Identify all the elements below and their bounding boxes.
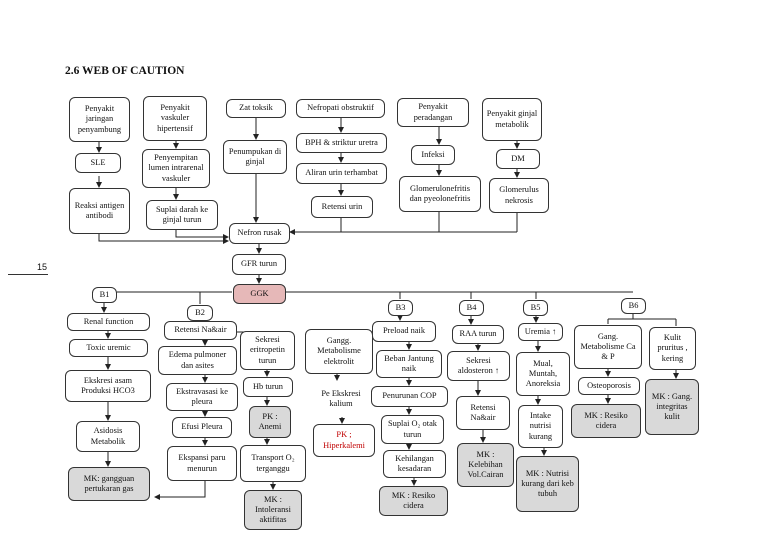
node-aliran-urin: Aliran urin terhambat [296,163,387,184]
node-suplai-o2-otak: Suplai O₂ otak turun [381,415,444,444]
node-gang-metabolisme-ca-p: Gang. Metabolisme Ca & P [574,325,642,369]
node-penurunan-cop: Penurunan COP [371,386,448,407]
node-pe-ekskresi-kalium: Pe Ekskresi kalium [321,388,361,408]
node-mk-resiko-cidera-b3: MK : Resiko cidera [379,486,448,516]
node-renal-function: Renal function [67,313,150,331]
node-toxic-uremic: Toxic uremic [69,339,148,357]
node-sekresi-aldosteron: Sekresi aldosteron ↑ [447,351,510,381]
node-ggk: GGK [233,284,286,304]
node-asidosis: Asidosis Metabolik [76,421,140,452]
node-sle: SLE [75,153,121,173]
node-kehilangan-kesadaran: Kehilangan kesadaran [383,450,446,478]
node-penyakit-metabolik: Penyakit ginjal metabolik [482,98,542,141]
node-kulit-pruritus: Kulit pruritus , kering [649,327,696,370]
node-edema-pulmoner: Edema pulmoner dan asites [158,346,237,375]
branch-b3: B3 [388,300,413,316]
node-mk-nutrisi: MK : Nutrisi kurang dari keb tubuh [516,456,579,512]
page-number: 15 [37,262,48,272]
node-preload-naik: Preload naik [372,321,436,342]
node-reaksi: Reaksi antigen antibodi [69,188,130,234]
node-ekspansi-paru: Ekspansi paru menurun [167,446,237,481]
node-penyakit-jaringan: Penyakit jaringan penyambung [69,97,130,142]
node-sekresi-eritropetin: Sekresi eritropetin turun [240,331,295,370]
page-number-divider [8,274,48,275]
node-mk-kelebihan-cairan: MK : Kelebihan Vol.Cairan [457,443,514,487]
node-gfr-turun: GFR turun [232,254,286,275]
node-bph: BPH & striktur uretra [296,133,387,153]
node-mk-resiko-cidera-b6: MK : Resiko cidera [571,404,641,438]
node-glomerulonefritis: Glomerulonefritis dan pyeolonefritis [399,176,481,212]
branch-b6: B6 [621,298,646,314]
node-penyempitan: Penyempitan lumen intrarenal vaskuler [142,149,210,188]
node-hb-turun: Hb turun [243,377,293,397]
node-ekskresi-asam: Ekskresi asam Produksi HCO3 [65,370,151,402]
node-dm: DM [496,149,540,169]
branch-b2: B2 [187,305,213,321]
node-infeksi: Infeksi [411,145,455,165]
node-mk-intoleransi: MK : Intoleransi aktifitas [244,490,302,530]
node-uremia: Uremia ↑ [518,323,563,341]
node-ekstravasasi: Ekstravasasi ke pleura [166,383,238,411]
branch-b1: B1 [92,287,117,303]
node-nefron-rusak: Nefron rusak [229,223,290,244]
node-retensi-na-air-b4: Retensi Na&air [456,396,510,430]
node-mual-muntah: Mual, Muntah, Anoreksia [516,352,570,396]
node-penyakit-peradangan: Penyakit peradangan [397,98,469,127]
node-beban-jantung: Beban Jantung naik [376,350,442,378]
node-suplai-darah: Suplai darah ke ginjal turun [146,200,218,230]
node-osteoporosis: Osteoporosis [578,377,640,395]
node-mk-pertukaran-gas: MK: gangguan pertukaran gas [68,467,150,501]
node-intake-nutrisi: Intake nutrisi kurang [518,405,563,448]
node-penumpukan: Penumpukan di ginjal [223,140,287,174]
branch-b4: B4 [459,300,484,316]
node-penyakit-vaskuler: Penyakit vaskuler hipertensif [143,96,207,141]
page-heading: 2.6 WEB OF CAUTION [65,65,185,77]
node-raa-turun: RAA turun [452,325,504,344]
node-zat-toksik: Zat toksik [226,99,286,118]
node-gangg-metabolisme-elektrolit: Gangg. Metabolisme elektrolit [305,329,373,374]
node-pk-hiperkalemi: PK ; Hiperkalemi [313,424,375,457]
branch-b5: B5 [523,300,548,316]
node-nefropati: Nefropati obstruktif [296,99,385,118]
node-mk-integritas-kulit: MK : Gang. integritas kulit [645,379,699,435]
node-retensi-urin: Retensi urin [311,196,373,218]
node-transport-o2: Transport O₂ terganggu [240,445,306,482]
node-pk-anemi: PK : Anemi [249,406,291,438]
node-glomerulus-nekrosis: Glomerulus nekrosis [489,178,549,213]
node-efusi-pleura: Efusi Pleura [172,417,232,438]
node-retensi-na-air: Retensi Na&air [164,321,237,340]
